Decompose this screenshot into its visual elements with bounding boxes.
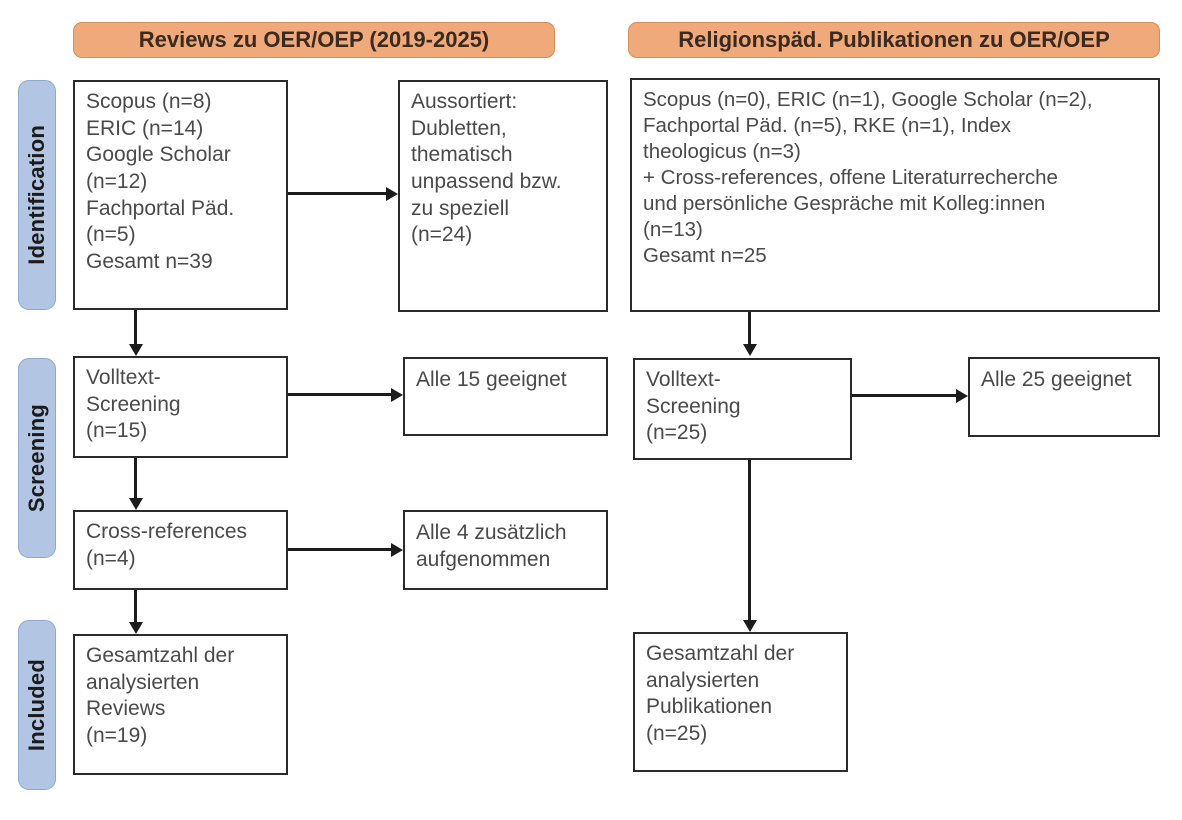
box-right-fulltext-result: Alle 25 geeignet xyxy=(968,357,1160,437)
connector-left-sources-to-screening xyxy=(134,310,137,344)
connector-left-crossrefs-to-result xyxy=(288,548,391,551)
box-left-identification-sources: Scopus (n=8) ERIC (n=14) Google Scholar … xyxy=(73,80,288,310)
stage-label-identification: Identification xyxy=(18,80,56,310)
arrowhead-left-sources-to-excluded xyxy=(386,187,398,201)
box-left-excluded: Aussortiert: Dubletten, thematisch unpas… xyxy=(398,80,608,312)
box-right-fulltext-screening: Volltext- Screening (n=25) xyxy=(633,358,852,460)
arrowhead-left-screening-to-result xyxy=(391,388,403,402)
arrowhead-left-crossrefs-to-included xyxy=(129,622,143,634)
box-left-cross-references-result: Alle 4 zusätzlich aufgenommen xyxy=(403,510,608,590)
stage-label-screening: Screening xyxy=(18,358,56,558)
connector-left-sources-to-excluded xyxy=(288,192,386,195)
connector-left-screening-to-result xyxy=(288,393,391,396)
connector-left-crossrefs-to-included xyxy=(134,590,137,622)
connector-right-screening-to-result xyxy=(852,394,956,397)
box-left-fulltext-result: Alle 15 geeignet xyxy=(403,357,608,436)
arrowhead-right-screening-to-included xyxy=(743,620,757,632)
box-left-cross-references: Cross-references (n=4) xyxy=(73,510,288,590)
stage-label-included: Included xyxy=(18,620,56,790)
box-left-fulltext-screening: Volltext- Screening (n=15) xyxy=(73,356,288,458)
connector-left-screening-to-crossrefs xyxy=(134,458,137,498)
connector-right-screening-to-included xyxy=(748,460,751,620)
stage-label-included-text: Included xyxy=(24,658,49,752)
box-right-identification-sources: Scopus (n=0), ERIC (n=1), Google Scholar… xyxy=(630,78,1160,312)
arrowhead-left-screening-to-crossrefs xyxy=(129,498,143,510)
arrowhead-left-crossrefs-to-result xyxy=(391,543,403,557)
arrowhead-left-sources-to-screening xyxy=(129,344,143,356)
column-header-reviews: Reviews zu OER/OEP (2019-2025) xyxy=(73,22,555,58)
connector-right-sources-to-screening xyxy=(748,312,751,344)
box-left-included-total: Gesamtzahl der analysierten Reviews (n=1… xyxy=(73,634,288,775)
column-header-religionspaedagogik: Religionspäd. Publikationen zu OER/OEP xyxy=(628,22,1160,58)
arrowhead-right-screening-to-result xyxy=(956,389,968,403)
stage-label-screening-text: Screening xyxy=(24,403,49,513)
box-right-included-total: Gesamtzahl der analysierten Publikatione… xyxy=(633,632,848,772)
arrowhead-right-sources-to-screening xyxy=(743,344,757,356)
stage-label-identification-text: Identification xyxy=(24,125,49,265)
